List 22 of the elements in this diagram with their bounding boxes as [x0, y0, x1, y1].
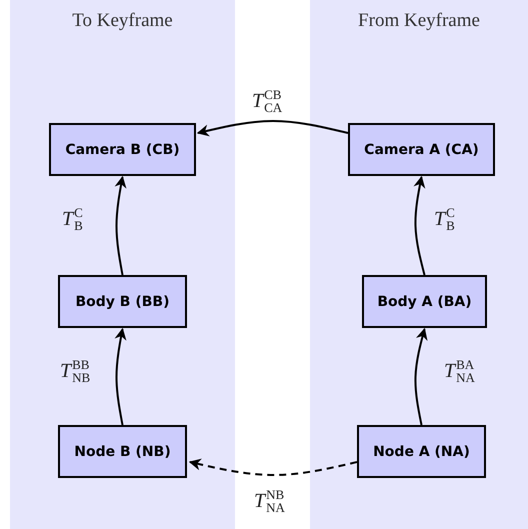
- column-title: To Keyframe: [71, 10, 174, 32]
- arrow: [414, 328, 428, 426]
- box-label: Node B (NB): [74, 444, 171, 460]
- column-band: [310, 0, 528, 529]
- arrow: [414, 176, 426, 276]
- arrow: [196, 120, 348, 136]
- process-box: [58, 275, 187, 328]
- arrow: [188, 458, 358, 476]
- box-label: Node A (NA): [373, 444, 470, 460]
- box-label: Camera A (CA): [364, 142, 479, 158]
- column-title: From Keyframe: [357, 10, 481, 32]
- process-box: [357, 425, 486, 478]
- process-box: [348, 123, 495, 176]
- box-label: Body B (BB): [76, 294, 170, 310]
- box-label: Camera B (CB): [65, 142, 180, 158]
- process-box: [49, 123, 196, 176]
- column-band: [10, 0, 235, 529]
- arrow: [114, 176, 126, 276]
- process-box: [58, 425, 187, 478]
- arrow: [114, 328, 126, 426]
- process-box: [362, 275, 487, 328]
- box-label: Body A (BA): [377, 294, 472, 310]
